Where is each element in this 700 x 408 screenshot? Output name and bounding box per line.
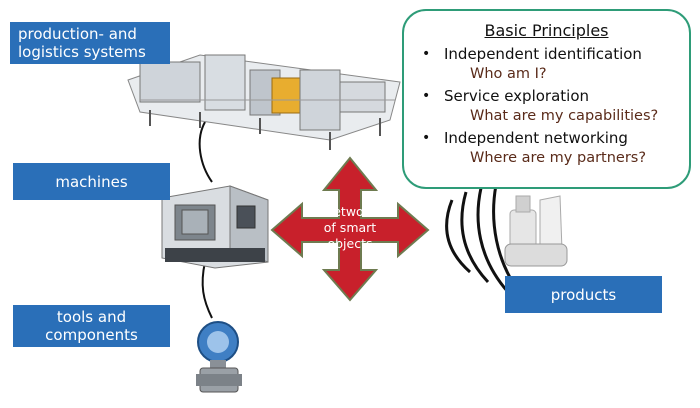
principle-heading: Independent networking [444, 129, 628, 147]
connector-production-machine [198, 121, 213, 183]
bullet-icon: • [422, 88, 431, 104]
cnc-machine-icon [161, 185, 269, 269]
principle-heading: Service exploration [444, 87, 590, 105]
center-text-line-2: of smart [324, 220, 377, 235]
center-text-line-3: objects [327, 236, 372, 251]
principle-item: • Independent identification Who am I? [416, 44, 677, 84]
network-arrow-icon [270, 156, 430, 302]
principle-question: Who am I? [470, 66, 547, 82]
principle-question: What are my capabilities? [470, 108, 659, 124]
center-text-line-1: Network [324, 204, 377, 219]
label-tools-components: tools and components [13, 305, 170, 347]
principles-title: Basic Principles [484, 21, 609, 40]
production-line-icon [127, 54, 401, 150]
connector-machine-tool [201, 261, 213, 319]
cosmetic-bottles-icon [504, 195, 568, 267]
basic-principles-callout: Basic Principles • Independent identific… [402, 9, 691, 189]
label-products: products [505, 276, 662, 313]
label-production-logistics: production- and logistics systems [10, 22, 170, 64]
principles-list: • Independent identification Who am I? •… [416, 44, 677, 168]
principle-question: Where are my partners? [470, 150, 647, 166]
principle-heading: Independent identification [444, 45, 642, 63]
principle-item: • Independent networking Where are my pa… [416, 128, 677, 168]
label-machines: machines [13, 163, 170, 200]
bullet-icon: • [422, 46, 431, 62]
pressure-transmitter-icon [196, 321, 242, 393]
principle-item: • Service exploration What are my capabi… [416, 86, 677, 126]
bullet-icon: • [422, 130, 431, 146]
